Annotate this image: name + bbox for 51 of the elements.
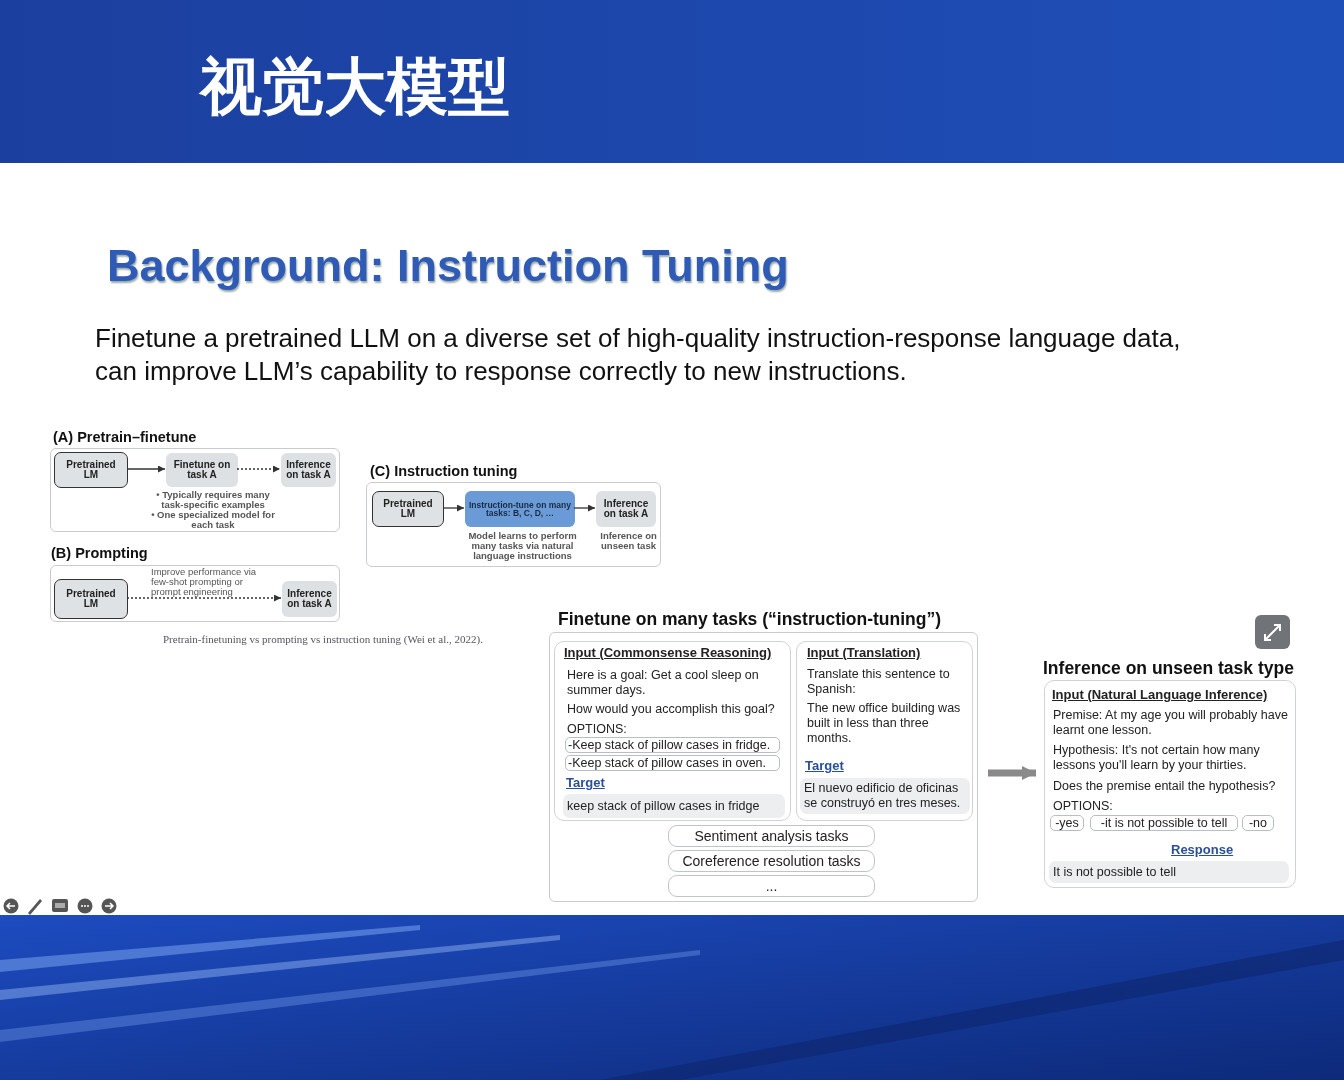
slide-title: 视觉大模型 [200, 49, 510, 125]
panel-heading: (A) Pretrain–finetune [53, 429, 197, 445]
figure-caption: Pretrain-finetuning vs prompting vs instruction tuning (Wei et al., 2022). [163, 633, 483, 645]
option-chip: -no [1242, 815, 1274, 831]
body-text: Here is a goal: Get a cool sleep on summer days. [567, 668, 760, 698]
bullet-item: • One specialized model for each task [150, 510, 276, 530]
model-box: Pretrained LM [54, 452, 128, 488]
arrow [126, 465, 166, 473]
process-box: Inference on task A [281, 453, 336, 487]
panel-heading: Inference on unseen task type [1043, 658, 1294, 679]
body-text: Hypothesis: It's not certain how many lessons you'll learn by your thirties. [1053, 743, 1261, 773]
example-card [554, 641, 791, 821]
option-chip: -yes [1050, 815, 1084, 831]
option-chip: -it is not possible to tell [1090, 815, 1238, 831]
panel-heading: (C) Instruction tuning [370, 463, 518, 479]
response-heading: Response [1171, 842, 1234, 857]
panel-heading: Finetune on many tasks (“instruction-tuning”) [558, 609, 942, 630]
example-card [796, 641, 973, 821]
card-heading: Input (Natural Language Inference) [1052, 687, 1268, 702]
response-box: It is not possible to tell [1049, 861, 1289, 883]
arrow [236, 465, 281, 473]
note-text: Inference on unseen task [599, 531, 658, 551]
arrow [126, 594, 282, 602]
body-text: Does the premise entail the hypothesis? [1053, 779, 1277, 794]
task-box: ... [668, 875, 875, 897]
note-text: Model learns to perform many tasks via natural language instructions [467, 531, 578, 561]
body-text: OPTIONS: [1053, 799, 1114, 814]
body-text: Translate this sentence to Spanish: [807, 667, 951, 697]
process-box: Inference on task A [282, 581, 337, 617]
target-heading: Target [805, 758, 844, 773]
heading: Background: Instruction Tuning [107, 240, 789, 292]
task-box: Coreference resolution tasks [668, 850, 875, 872]
body-text: Premise: At my age you will probably have learnt one lesson. [1053, 708, 1288, 738]
intro-paragraph: Finetune a pretrained LLM on a diverse set of high-quality instruction-response language data, can improve LLM’s capability to response correctly to new instructions. [95, 322, 1182, 388]
arrow [442, 504, 465, 512]
body-text: How would you accomplish this goal? [567, 702, 776, 717]
body-text: The new office building was built in less than three months. [807, 701, 962, 746]
card-heading: Input (Commonsense Reasoning) [564, 645, 772, 660]
task-box: Sentiment analysis tasks [668, 825, 875, 847]
arrow [573, 504, 596, 512]
card-heading: Input (Translation) [807, 645, 921, 660]
option-chip: -Keep stack of pillow cases in fridge. [565, 737, 780, 753]
target-box: keep stack of pillow cases in fridge [563, 794, 785, 818]
bullet-item: • Typically requires many task-specific examples [155, 490, 271, 510]
target-heading: Target [566, 775, 605, 790]
option-chip: -Keep stack of pillow cases in oven. [565, 755, 780, 771]
model-box: Pretrained LM [372, 491, 444, 527]
body-text: OPTIONS: [567, 722, 628, 737]
target-box: El nuevo edificio de oficinas se construyó en tres meses. [800, 778, 970, 814]
panel-heading: (B) Prompting [51, 545, 148, 561]
model-box: Pretrained LM [54, 579, 128, 619]
